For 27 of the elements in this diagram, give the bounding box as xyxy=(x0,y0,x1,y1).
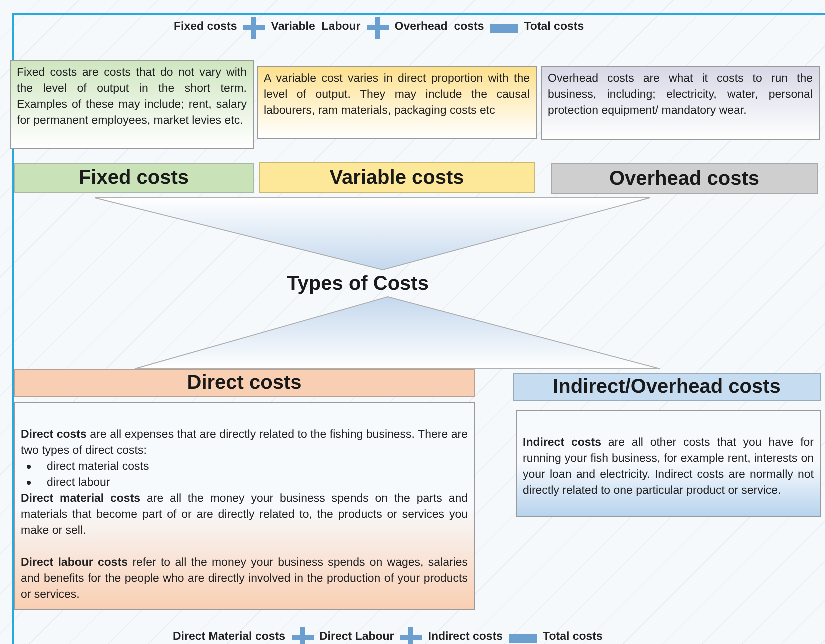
formula-term: Fixed costs xyxy=(174,20,238,36)
description-box: A variable cost varies in direct proportion with the level of output. They may include the causal labourers, ram materials, packaging costs etc xyxy=(257,66,537,139)
paragraph: Direct labour costs refer to all the money your business spends on wages, salaries and benefits for the people who are directly involved in the production of your products or services. xyxy=(21,556,468,603)
funnel-shape xyxy=(134,296,660,370)
description-box: Fixed costs are costs that do not vary with the level of output in the short term. Examples of these may include; rent, salary for permanent employees, market levies etc. xyxy=(10,60,254,149)
description-box: Overhead costs are what it costs to run the business, including; electricity, water, personal protection equipment/ mandatory wear. xyxy=(541,66,820,140)
category-bar: Overhead costs xyxy=(551,163,818,194)
formula-term: Direct Labour xyxy=(320,630,394,644)
formula-term: Variable Labour xyxy=(271,20,361,36)
category-bar: Indirect/Overhead costs xyxy=(513,373,821,401)
bullet-item: direct material costs xyxy=(21,459,468,475)
formula-term: Overhead costs xyxy=(394,20,484,36)
description-card xyxy=(14,402,475,610)
category-bar: Direct costs xyxy=(14,369,475,397)
category-bar: Variable costs xyxy=(259,162,535,193)
paragraph: Direct material costs are all the money your business spends on the parts and materials that become part of or are directly related to, the products or services you make or sell. xyxy=(21,492,468,539)
paragraph: Indirect costs are all other costs that you have for running your fish business, for example rent, interests on your loan and electricity. Indirect costs are normally not directly related to one particular product or service. xyxy=(523,436,814,499)
funnel-shape xyxy=(94,198,650,271)
formula-term: Total costs xyxy=(524,20,584,36)
description-card xyxy=(516,410,821,517)
formula-term: Indirect costs xyxy=(428,630,504,644)
central-title: Types of Costs xyxy=(268,270,448,298)
formula-term: Direct Material costs xyxy=(173,630,286,644)
paragraph: Direct costs are all expenses that are directly related to the fishing business. There are two types of direct costs: xyxy=(21,428,468,459)
bullet-item: direct labour xyxy=(21,475,468,491)
formula-term: Total costs xyxy=(543,630,603,644)
category-bar: Fixed costs xyxy=(14,163,254,193)
